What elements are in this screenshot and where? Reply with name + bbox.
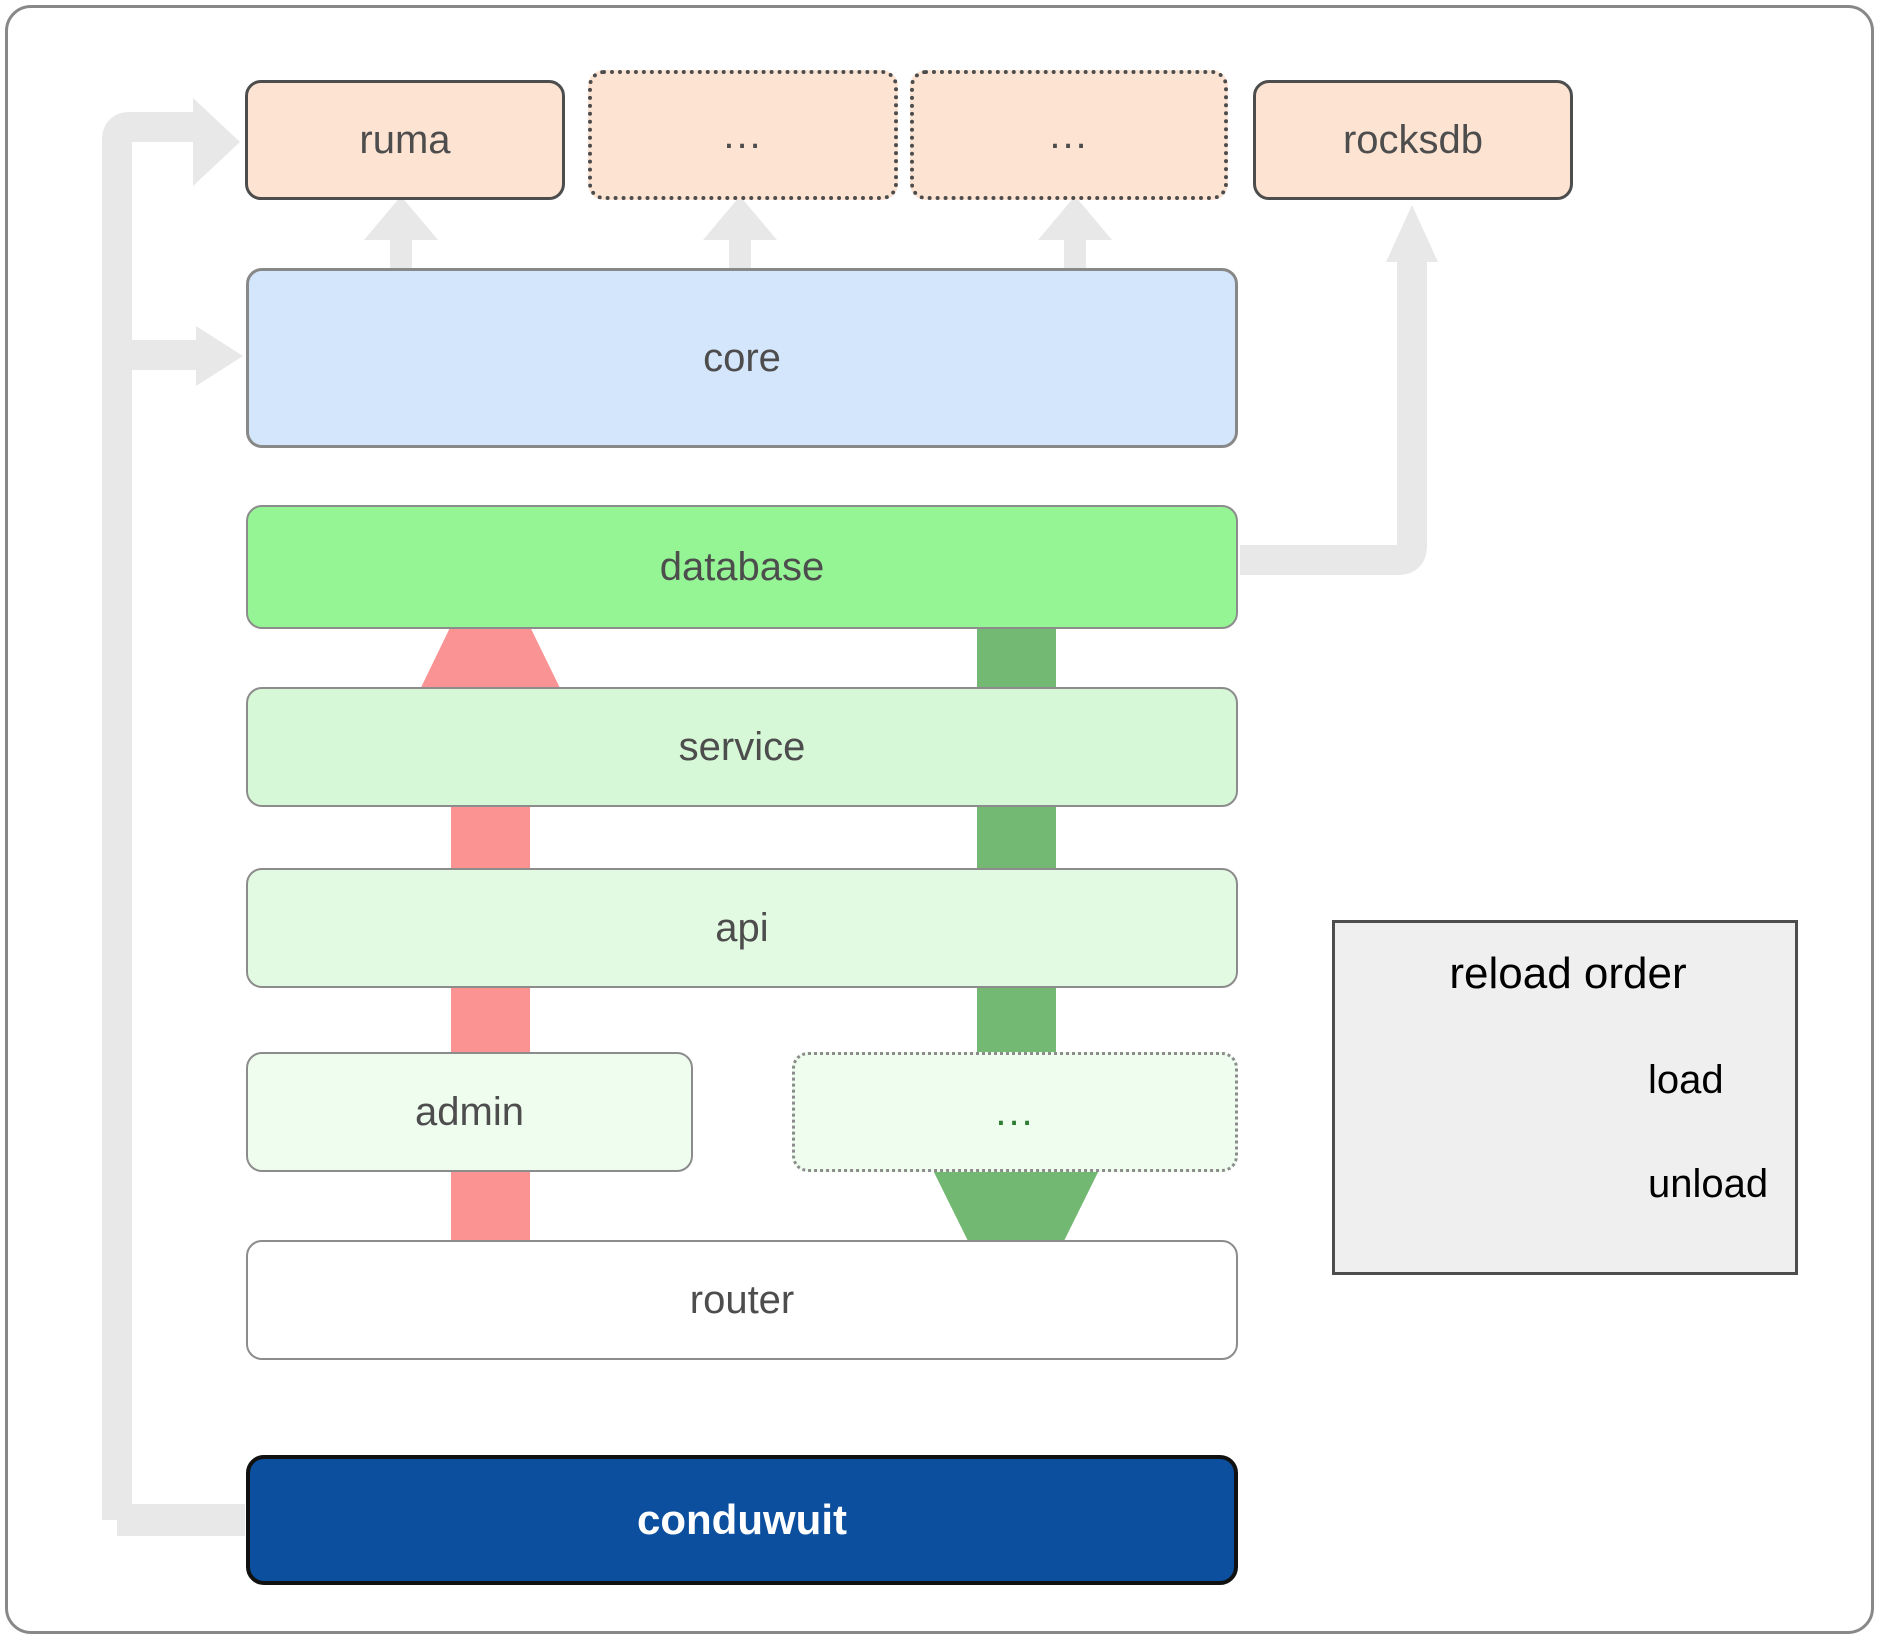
node-dep-dots-2[interactable]: ... bbox=[910, 70, 1228, 200]
node-rocksdb-label: rocksdb bbox=[1342, 117, 1484, 162]
node-dep-dots-1-label: ... bbox=[723, 113, 763, 157]
diagram-frame bbox=[5, 5, 1874, 1634]
node-core-label: core bbox=[703, 335, 781, 380]
node-rocksdb[interactable]: rocksdb bbox=[1253, 80, 1573, 200]
node-router-label: router bbox=[689, 1277, 795, 1322]
node-dep-dots-1[interactable]: ... bbox=[588, 70, 898, 200]
legend-title: reload order bbox=[1449, 949, 1687, 998]
node-core[interactable]: core bbox=[246, 268, 1238, 448]
node-api-label: api bbox=[715, 905, 769, 950]
node-conduwuit[interactable]: conduwuit bbox=[246, 1455, 1238, 1585]
legend-panel: reload order bbox=[1332, 920, 1798, 1275]
node-database[interactable]: database bbox=[246, 505, 1238, 629]
node-layer-dots[interactable]: ... bbox=[792, 1052, 1238, 1172]
legend-load-label: load bbox=[1648, 1058, 1724, 1102]
node-layer-dots-label: ... bbox=[995, 1090, 1035, 1134]
node-service-label: service bbox=[678, 724, 806, 769]
node-ruma[interactable]: ruma bbox=[245, 80, 565, 200]
node-ruma-label: ruma bbox=[359, 117, 451, 162]
node-admin-label: admin bbox=[415, 1089, 524, 1134]
node-conduwuit-label: conduwuit bbox=[637, 1496, 847, 1543]
node-service[interactable]: service bbox=[246, 687, 1238, 807]
node-router[interactable]: router bbox=[246, 1240, 1238, 1360]
node-api[interactable]: api bbox=[246, 868, 1238, 988]
legend-unload-label: unload bbox=[1648, 1162, 1769, 1206]
node-database-label: database bbox=[659, 544, 825, 589]
node-dep-dots-2-label: ... bbox=[1049, 113, 1089, 157]
node-admin[interactable]: admin bbox=[246, 1052, 693, 1172]
